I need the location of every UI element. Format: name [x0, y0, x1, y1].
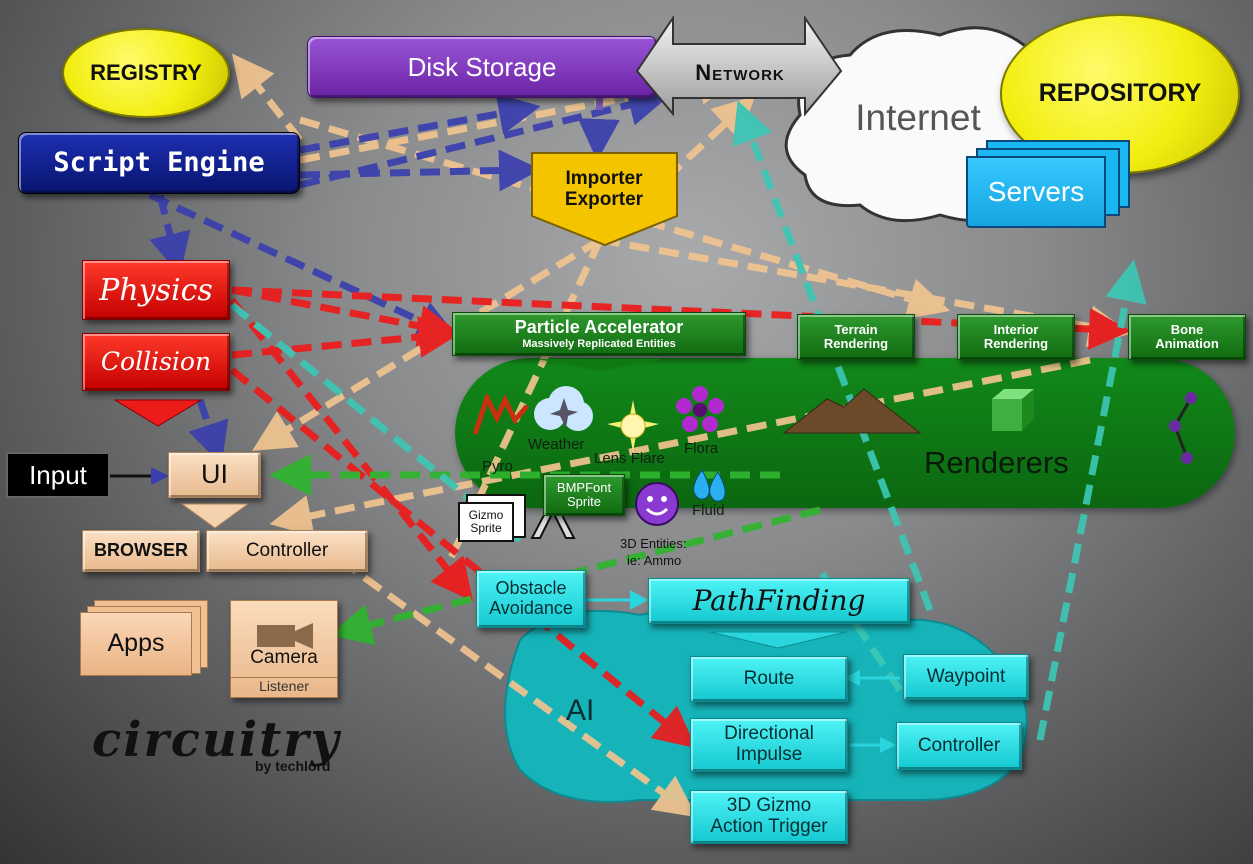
route-label: Route: [743, 667, 795, 689]
controller-label: Controller: [245, 539, 329, 561]
disk-storage-label: Disk Storage: [407, 51, 557, 82]
internet-label: Internet: [855, 96, 981, 138]
gizmo-trigger-line1: 3D Gizmo: [726, 795, 812, 817]
interior-line2: Rendering: [983, 336, 1049, 351]
entities-line1: 3D Entities:: [620, 536, 687, 551]
particle-down-arrow: [537, 359, 663, 371]
gizmo-sprite-node[interactable]: Gizmo Sprite: [458, 502, 514, 542]
weather-label: Weather: [528, 436, 585, 453]
interior-cube-icon: [992, 389, 1034, 431]
flora-icon: [676, 386, 724, 432]
gizmo-action-trigger-node[interactable]: 3D Gizmo Action Trigger: [690, 790, 848, 844]
collision-down-arrow: [113, 399, 203, 427]
importer-exporter-label: Importer Exporter: [529, 164, 679, 216]
bone-animation-node[interactable]: Bone Animation: [1128, 314, 1246, 360]
ai-controller-node[interactable]: Controller: [896, 722, 1022, 770]
particle-subtitle: Massively Replicated Entities: [522, 337, 676, 350]
obstacle-line1: Obstacle: [495, 578, 567, 599]
waypoint-node[interactable]: Waypoint: [903, 654, 1029, 700]
controller-node[interactable]: Controller: [206, 530, 368, 572]
fluid-label: Fluid: [692, 502, 725, 519]
ui-node[interactable]: UI: [168, 452, 261, 498]
pathfinding-label: PathFinding: [692, 583, 866, 617]
gizmo-line2: Sprite: [470, 521, 502, 535]
route-node[interactable]: Route: [690, 656, 848, 702]
bmpfont-sprite-node[interactable]: BMPFont Sprite: [543, 474, 625, 516]
circuitry-logo: circuitry: [92, 712, 341, 768]
ai-controller-label: Controller: [917, 734, 1001, 756]
lens-flare-label: Lens Flare: [594, 450, 665, 467]
script-engine-label: Script Engine: [53, 147, 265, 179]
fluid-drops-icon: [693, 469, 726, 502]
obstacle-avoidance-node[interactable]: Obstacle Avoidance: [476, 570, 586, 628]
obstacle-line2: Avoidance: [489, 598, 573, 618]
pyro-icon: [473, 394, 529, 435]
browser-node[interactable]: BROWSER: [82, 530, 200, 572]
importer-text: Importer: [565, 168, 643, 190]
collision-label: Collision: [100, 347, 212, 377]
bone-joint-icon: [1169, 392, 1197, 464]
directional-line1: Directional: [724, 723, 814, 745]
input-node[interactable]: Input: [6, 452, 110, 498]
pyro-label: Pyro: [482, 458, 513, 475]
terrain-mountain-icon: [782, 388, 922, 434]
lens-flare-icon: [607, 400, 659, 452]
bone-line1: Bone: [1170, 321, 1204, 337]
exporter-text: Exporter: [564, 189, 644, 210]
particle-accelerator-node[interactable]: Particle Accelerator Massively Replicate…: [452, 312, 746, 356]
network-label: Network: [695, 59, 785, 85]
bone-line2: Animation: [1155, 336, 1219, 351]
disk-storage-node[interactable]: Disk Storage: [307, 36, 657, 98]
directional-line2: Impulse: [735, 744, 803, 765]
physics-label: Physics: [99, 272, 213, 308]
interior-line1: Interior: [993, 321, 1039, 337]
camera-label: Camera: [250, 647, 318, 668]
pathfinding-down-arrow: [709, 631, 847, 649]
weather-icon: [534, 386, 593, 431]
collision-node[interactable]: Collision: [82, 333, 230, 391]
particle-title: Particle Accelerator: [514, 317, 684, 338]
ui-label: UI: [201, 459, 228, 490]
bmpfont-line1: BMPFont: [556, 479, 612, 495]
interior-rendering-node[interactable]: Interior Rendering: [957, 314, 1075, 360]
terrain-rendering-node[interactable]: Terrain Rendering: [797, 314, 915, 360]
renderers-label: Renderers: [924, 445, 1069, 480]
registry-node[interactable]: REGISTRY: [62, 28, 230, 118]
circuitry-byline: by techlord: [255, 758, 331, 774]
ui-down-arrow: [180, 503, 250, 529]
directional-impulse-node[interactable]: Directional Impulse: [690, 718, 848, 772]
waypoint-label: Waypoint: [926, 665, 1006, 687]
pathfinding-node[interactable]: PathFinding: [648, 578, 910, 624]
apps-node[interactable]: Apps: [80, 612, 192, 676]
repository-label: REPOSITORY: [1038, 79, 1202, 108]
listener-label: Listener: [231, 677, 337, 694]
network-double-arrow[interactable]: [635, 16, 845, 116]
terrain-line1: Terrain: [834, 321, 878, 337]
browser-label: BROWSER: [94, 540, 188, 561]
physics-node[interactable]: Physics: [82, 260, 230, 320]
flora-label: Flora: [684, 440, 719, 457]
registry-label: REGISTRY: [90, 59, 202, 85]
camera-icon: [257, 623, 313, 649]
servers-node[interactable]: Servers: [966, 156, 1106, 228]
camera-node[interactable]: Camera Listener: [230, 600, 338, 698]
apps-label: Apps: [107, 629, 165, 658]
script-engine-node[interactable]: Script Engine: [18, 132, 300, 194]
gizmo-line1: Gizmo: [468, 507, 504, 522]
terrain-line2: Rendering: [823, 336, 889, 351]
entities-smiley-icon: [635, 482, 679, 526]
ai-label: AI: [566, 694, 595, 727]
gizmo-trigger-line2: Action Trigger: [710, 816, 828, 837]
importer-exporter-shape[interactable]: [529, 150, 681, 248]
input-label: Input: [29, 459, 87, 490]
entities-line2: ie: Ammo: [627, 553, 682, 568]
servers-label: Servers: [987, 175, 1085, 207]
bmpfont-line2: Sprite: [567, 494, 601, 509]
